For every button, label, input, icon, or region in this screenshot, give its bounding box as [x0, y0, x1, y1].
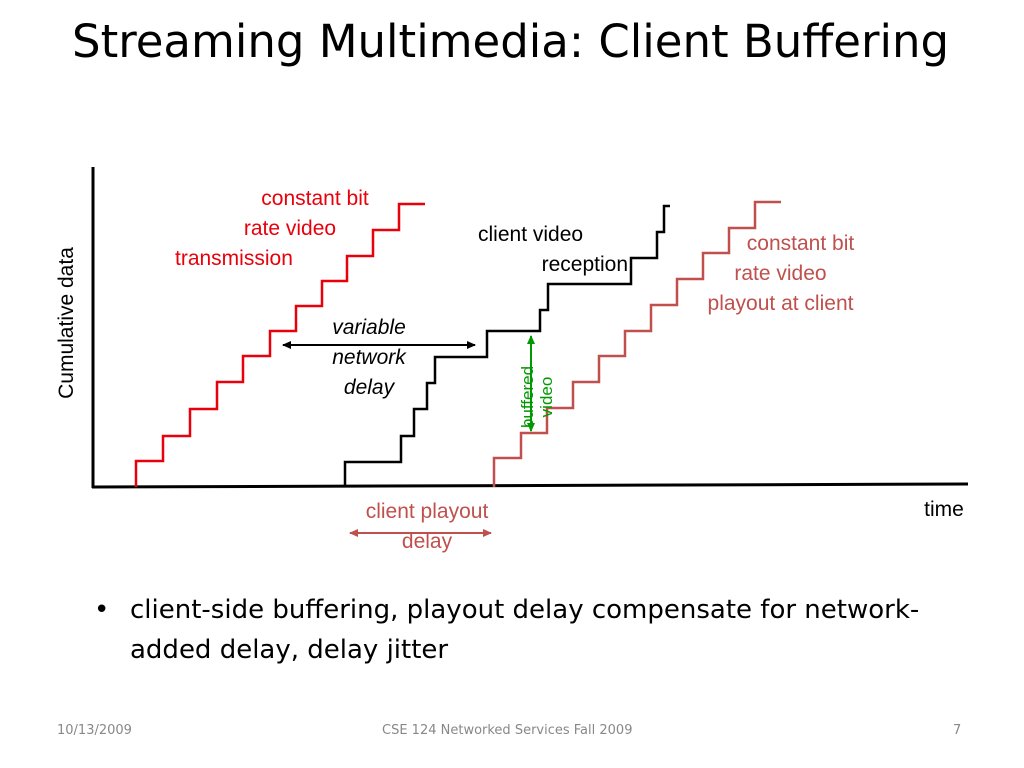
reception-label: client video reception: [478, 223, 628, 276]
footer-course: CSE 124 Networked Services Fall 2009: [382, 723, 633, 738]
playout-label: constant bit rate video playout at clien…: [707, 232, 855, 315]
footer-date: 10/13/2009: [57, 723, 132, 738]
playout-delay-label: client playout delay: [365, 500, 489, 553]
transmission-label: constant bit rate video transmission: [175, 187, 369, 270]
playout-staircase: [492, 200, 781, 487]
x-axis-label: time: [924, 498, 964, 521]
buffered-video-label: buffered video: [518, 365, 556, 429]
x-axis: [91, 482, 969, 489]
network-delay-label: variable network delay: [332, 316, 406, 399]
bullet-item: • client-side buffering, playout delay c…: [92, 590, 972, 670]
transmission-staircase: [134, 202, 425, 487]
y-axis-label: Cumulative data: [55, 247, 78, 399]
bullet-icon: •: [94, 595, 110, 625]
reception-staircase: [343, 204, 670, 487]
footer-page-number: 7: [953, 723, 962, 738]
bullet-list: • client-side buffering, playout delay c…: [92, 590, 972, 670]
slide-title: Streaming Multimedia: Client Buffering: [72, 15, 950, 68]
